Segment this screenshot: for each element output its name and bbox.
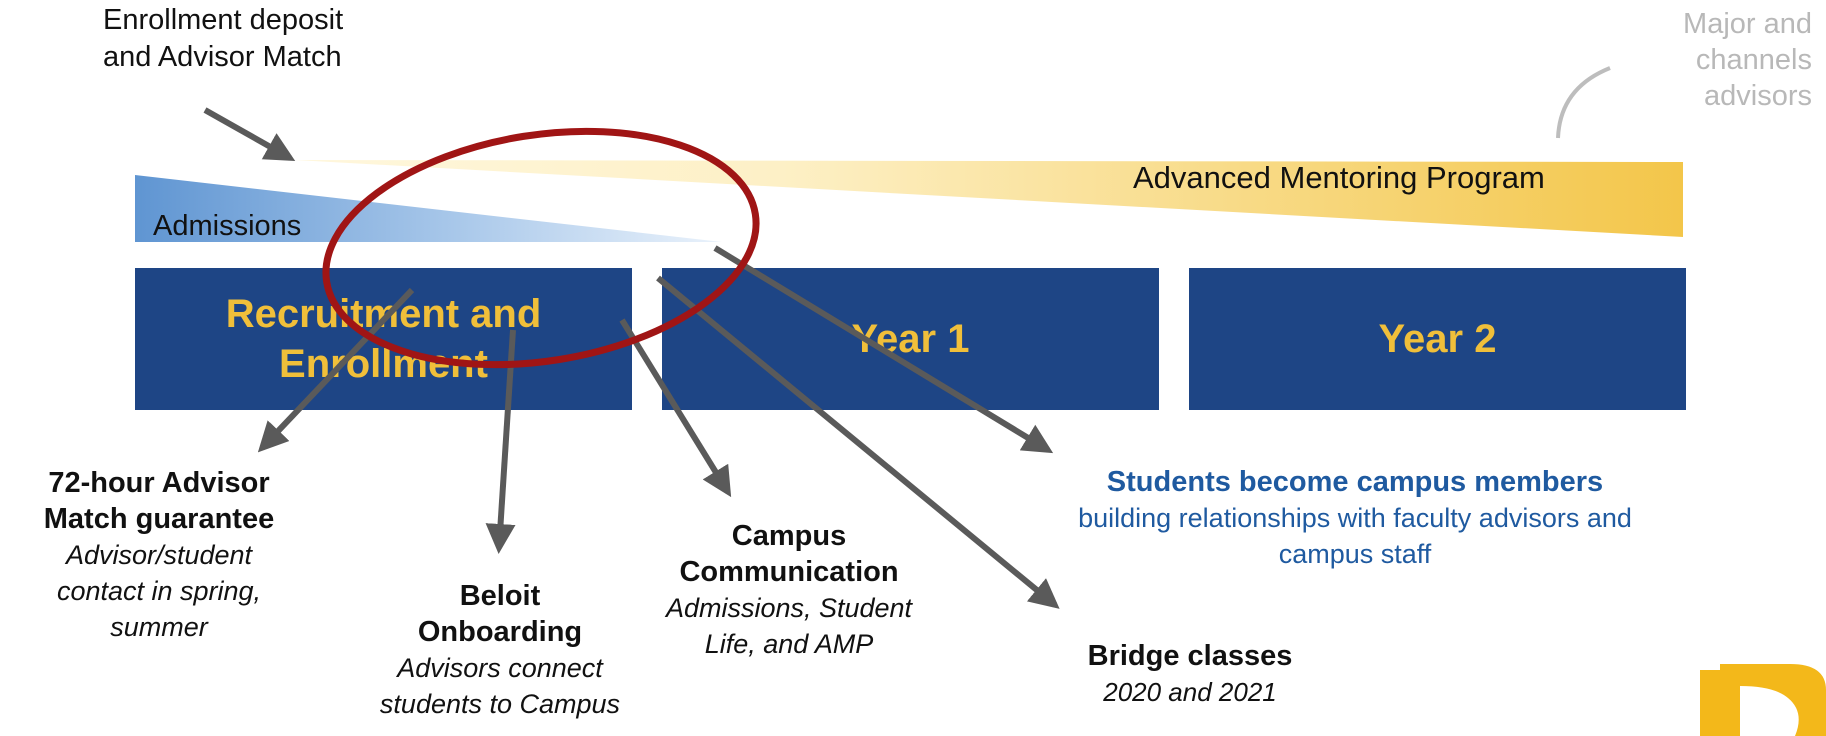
- callout-onboarding: Beloit Onboarding Advisors connect stude…: [379, 580, 621, 719]
- stage-recruitment-enrollment: Recruitment and Enrollment: [135, 268, 632, 410]
- callout-communication: Campus Communication Admissions, Student…: [665, 520, 913, 659]
- mentoring-band: [295, 160, 1683, 237]
- callout-campus-members: Students become campus members building …: [1078, 466, 1632, 569]
- callout-advisor-match: 72-hour Advisor Match guarantee Advisor/…: [43, 467, 275, 642]
- arrow-bridge: [656, 275, 1060, 609]
- stage-year-2: Year 2: [1189, 268, 1686, 410]
- admissions-band-label: Admissions: [153, 210, 302, 242]
- callout-bridge: Bridge classes 2020 and 2021: [1087, 640, 1293, 707]
- arrow-members: [713, 245, 1054, 454]
- highlight-ellipse: [322, 127, 760, 369]
- mentoring-band-label: Advanced Mentoring Program: [1133, 160, 1545, 195]
- curve-connector: [1556, 66, 1611, 139]
- arrow-deposit: [203, 107, 296, 161]
- stage-year-1: Year 1: [662, 268, 1159, 410]
- arrow-communication: [619, 318, 732, 498]
- major-channels-advisors-label: Major and channels advisors: [1683, 8, 1812, 112]
- enrollment-deposit-label: Enrollment deposit and Advisor Match: [103, 4, 344, 73]
- admissions-band: [135, 175, 722, 242]
- arrow-advisor-match: [257, 287, 415, 453]
